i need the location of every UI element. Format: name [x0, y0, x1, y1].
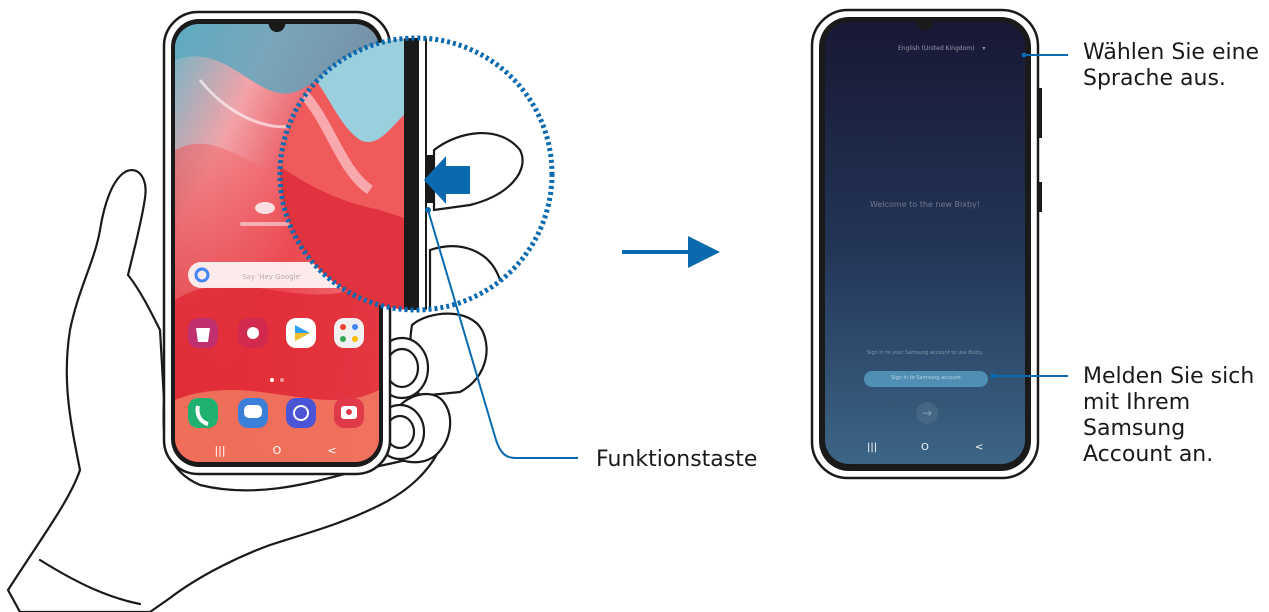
recent-apps-button[interactable]: ||| [867, 442, 878, 453]
right-phone-screen [825, 22, 1025, 464]
welcome-text: Welcome to the new Bixby! [870, 200, 980, 209]
signin-prompt: Sign in to your Samsung account to use B… [866, 350, 984, 356]
arrow-right-icon: → [921, 406, 933, 420]
account-callout-line2: mit Ihrem [1083, 390, 1191, 415]
right-nav-bar: ||| O < [825, 440, 1025, 458]
dock-row [188, 398, 364, 428]
account-callout-line1: Melden Sie sich [1083, 364, 1255, 389]
home-button: O [273, 444, 282, 457]
home-button[interactable]: O [921, 442, 929, 453]
press-arrow-icon [424, 156, 470, 204]
language-selector[interactable]: English (United Kingdom) ▾ [898, 45, 985, 52]
phone-app-icon [188, 398, 218, 428]
left-nav-bar: ||| O < [214, 444, 336, 457]
side-key-leader [427, 209, 578, 459]
hand-outline [6, 169, 442, 612]
search-placeholder: Say 'Hey Google' [242, 273, 302, 281]
transition-arrow-icon [622, 236, 720, 268]
back-button: < [327, 444, 336, 457]
dropdown-arrow-icon: ▾ [982, 45, 986, 52]
account-callout-line4: Account an. [1083, 442, 1214, 467]
language-callout-line1: Wählen Sie eine [1083, 40, 1260, 65]
language-callout: Wählen Sie eine Sprache aus. [1083, 40, 1259, 92]
language-selector-text: English (United Kingdom) [898, 45, 975, 52]
google-folder-icon [334, 318, 364, 348]
signin-button-label: Sign in to Samsung account [891, 375, 961, 381]
next-arrow-button[interactable]: → [916, 402, 938, 424]
side-key-label: Funktionstaste [596, 447, 758, 472]
google-icon [194, 267, 210, 283]
left-illustration: Say 'Hey Google' ||| O < [6, 10, 578, 612]
right-leaders [990, 52, 1068, 379]
app-row-1 [188, 318, 364, 348]
side-key-callout: Funktionstaste [596, 447, 757, 473]
language-callout-line2: Sprache aus. [1083, 66, 1226, 91]
account-callout-line3: Samsung [1083, 416, 1186, 441]
back-button[interactable]: < [975, 442, 984, 453]
signin-button[interactable] [864, 371, 988, 387]
account-callout: Melden Sie sich mit Ihrem Samsung Accoun… [1083, 364, 1254, 468]
right-phone [810, 8, 1042, 480]
recent-apps-button: ||| [214, 444, 225, 457]
